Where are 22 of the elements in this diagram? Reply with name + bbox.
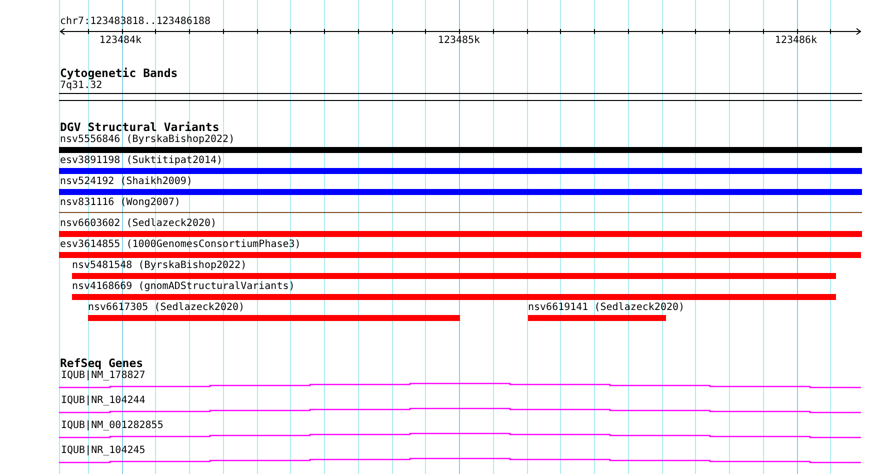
gene-label: IQUB|NM_178827 xyxy=(61,370,146,381)
variant-label: nsv4168669 (gnomADStructuralVariants) xyxy=(72,282,295,292)
variant-label: nsv5481548 (ByrskaBishop2022) xyxy=(72,260,247,271)
variant-label: nsv5556846 (ByrskaBishop2022) xyxy=(60,134,235,145)
gene-label: IQUB|NR_104244 xyxy=(61,396,146,406)
location-label: chr7:123483818..123486188 xyxy=(60,16,211,27)
track-heading: RefSeq Genes xyxy=(60,358,144,370)
tick-label: 123484k xyxy=(99,36,142,46)
gene-label: IQUB|NM_001282855 xyxy=(61,420,164,431)
track-heading: Cytogenetic Bands xyxy=(60,68,178,80)
band-label: 7q31.32 xyxy=(60,80,102,91)
variant-label: nsv6617305 (Sedlazeck2020) xyxy=(88,302,245,313)
variant-label: nsv831116 (Wong2007) xyxy=(60,198,180,208)
tick-label: 123485k xyxy=(438,36,480,46)
gene-label: IQUB|NR_104245 xyxy=(61,446,146,456)
variant-label: nsv6603602 (Sedlazeck2020) xyxy=(60,218,217,229)
track-heading: DGV Structural Variants xyxy=(60,122,220,134)
variant-label: nsv524192 (Shaikh2009) xyxy=(60,176,192,187)
variant-label: esv3614855 (1000GenomesConsortiumPhase3) xyxy=(60,240,301,250)
tick-label: 123486k xyxy=(774,36,818,46)
variant-label: esv3891198 (Suktitipat2014) xyxy=(60,156,223,166)
variant-label: nsv6619141 (Sedlazeck2020) xyxy=(528,302,685,313)
